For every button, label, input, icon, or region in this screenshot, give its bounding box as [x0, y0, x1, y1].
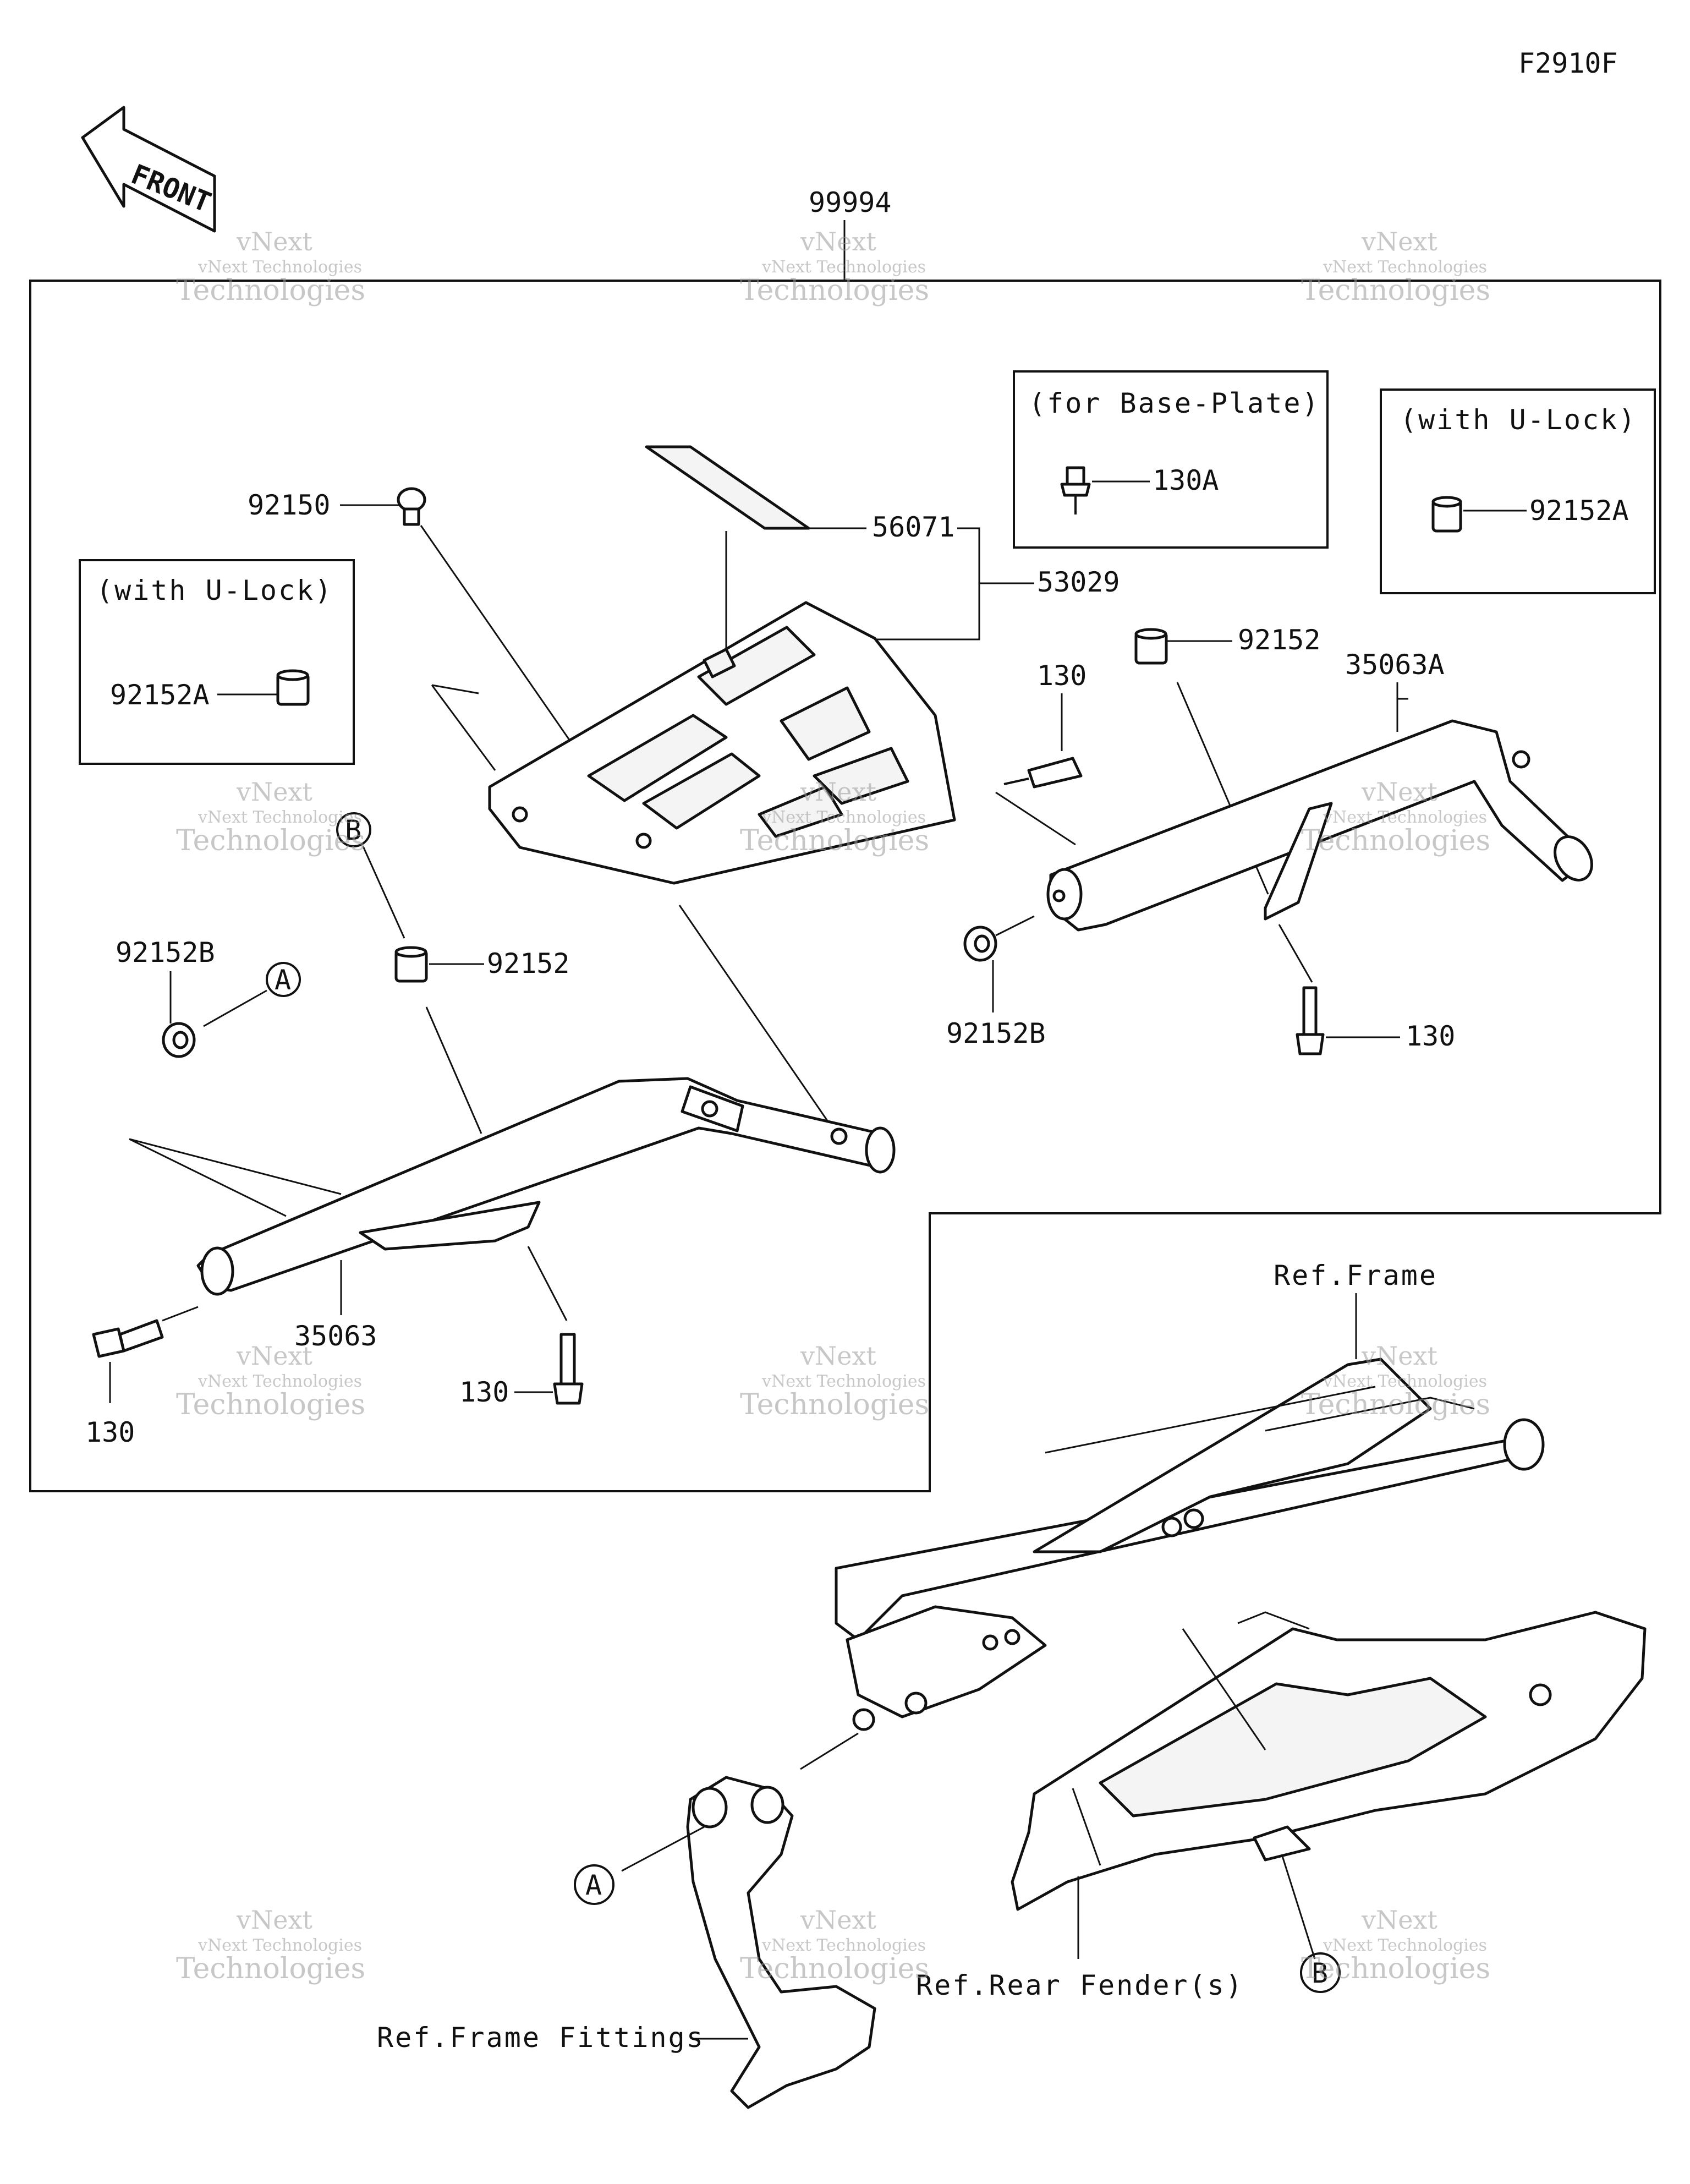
label-56071: [645, 445, 810, 530]
kit-number: 99994: [809, 187, 892, 218]
wm-2c: Technologies: [740, 274, 929, 307]
wm-10a: vNext: [236, 1905, 312, 1935]
screw-92150-icon: [397, 487, 426, 526]
part-92152b-left: 92152B: [116, 937, 215, 968]
figure-code: F2910F: [1518, 47, 1618, 79]
wm-9b: vNext Technologies: [1323, 1372, 1487, 1391]
ref-rear-fender: Ref.Rear Fender(s): [916, 1969, 1244, 2001]
callout-b1-label: B: [345, 814, 361, 846]
u-lock-right-title: (with U-Lock): [1400, 404, 1637, 436]
wm-11c: Technologies: [740, 1952, 929, 1985]
part-92152a-right: 92152A: [1529, 495, 1629, 527]
part-92152-left: 92152: [487, 948, 570, 979]
wm-8c: Technologies: [740, 1388, 929, 1421]
bracket-35063a: [1046, 719, 1593, 932]
ref-frame: Ref.Frame: [1274, 1260, 1437, 1291]
wm-8b: vNext Technologies: [761, 1372, 926, 1391]
wm-6b: vNext Technologies: [1323, 808, 1487, 827]
front-arrow-icon: FRONT: [81, 106, 216, 233]
wm-8a: vNext: [800, 1341, 876, 1371]
grommet-92152b-right-icon: [963, 926, 997, 962]
wm-7c: Technologies: [176, 1388, 365, 1421]
part-130-right: 130: [1406, 1020, 1455, 1052]
part-92152-right: 92152: [1238, 624, 1321, 656]
base-plate-box: (for Base-Plate) 130A: [1013, 370, 1329, 549]
u-lock-box-right: (with U-Lock) 92152A: [1380, 388, 1656, 594]
wm-4a: vNext: [236, 777, 312, 807]
frame-reference: [835, 1358, 1545, 1731]
part-56071: 56071: [872, 511, 955, 543]
wm-10b: vNext Technologies: [197, 1936, 362, 1955]
part-130-top: 130: [1037, 660, 1087, 692]
collar-92152-left-icon: [394, 946, 428, 983]
wm-1a: vNext: [236, 227, 312, 256]
wm-6c: Technologies: [1301, 824, 1490, 857]
wm-9c: Technologies: [1301, 1388, 1490, 1421]
part-130a: 130A: [1153, 464, 1219, 496]
callout-b2-label: B: [1312, 1957, 1328, 1989]
bolt-130-mid-icon: [553, 1333, 584, 1405]
u-lock-box-left: (with U-Lock) 92152A: [79, 559, 355, 765]
part-92152a-left: 92152A: [110, 679, 210, 711]
bracket-35063: [196, 1077, 896, 1296]
frame-fittings-reference: [686, 1776, 876, 2109]
wm-6a: vNext: [1361, 777, 1437, 807]
wm-2a: vNext: [800, 227, 876, 256]
collar-92152a-icon: [1431, 496, 1462, 533]
wm-12a: vNext: [1361, 1905, 1437, 1935]
part-92150: 92150: [248, 489, 331, 521]
callout-b2: [1300, 1952, 1341, 1993]
wm-3a: vNext: [1361, 227, 1437, 256]
wm-10c: Technologies: [176, 1952, 365, 1985]
rear-fender-reference: [1011, 1611, 1647, 1911]
base-plate-title: (for Base-Plate): [1029, 387, 1320, 419]
part-35063: 35063: [294, 1320, 377, 1352]
wm-12b: vNext Technologies: [1323, 1936, 1487, 1955]
callout-a1: [266, 962, 301, 997]
u-lock-left-title: (with U-Lock): [96, 574, 333, 606]
wm-3b: vNext Technologies: [1323, 258, 1487, 277]
bolt-130-right-icon: [1296, 986, 1325, 1055]
wm-11a: vNext: [800, 1905, 876, 1935]
wm-5c: Technologies: [740, 824, 929, 857]
part-35063a: 35063A: [1345, 649, 1445, 681]
grommet-92152b-left-icon: [162, 1022, 196, 1058]
wm-2b: vNext Technologies: [761, 258, 926, 277]
bolt-130-top-icon: [1003, 757, 1083, 789]
ref-frame-fittings: Ref.Frame Fittings: [377, 2022, 705, 2054]
watermarks: vNext vNext Technologies Technologies vN…: [176, 227, 1490, 1985]
bolt-130a-icon: [1060, 466, 1091, 514]
wm-4b: vNext Technologies: [197, 808, 362, 827]
carrier-plate-53029: [488, 601, 956, 885]
wm-7a: vNext: [236, 1341, 312, 1371]
collar-92152a-left-icon: [276, 669, 310, 706]
callout-a2: [574, 1864, 614, 1905]
wm-5b: vNext Technologies: [761, 808, 926, 827]
wm-5a: vNext: [800, 777, 876, 807]
wm-1b: vNext Technologies: [197, 258, 362, 277]
part-130-mid: 130: [459, 1376, 509, 1408]
callout-a2-label: A: [585, 1869, 602, 1901]
wm-9a: vNext: [1361, 1341, 1437, 1371]
wm-11b: vNext Technologies: [761, 1936, 926, 1955]
collar-92152-right-icon: [1134, 628, 1168, 665]
wm-3c: Technologies: [1301, 274, 1490, 307]
part-130-left: 130: [85, 1416, 135, 1448]
wm-12c: Technologies: [1301, 1952, 1490, 1985]
wm-1c: Technologies: [176, 274, 365, 307]
kit-outline: [29, 280, 1661, 1492]
part-53029: 53029: [1037, 566, 1120, 598]
part-92152b-right: 92152B: [946, 1017, 1046, 1049]
wm-7b: vNext Technologies: [197, 1372, 362, 1391]
wm-4c: Technologies: [176, 824, 365, 857]
callout-b1: [336, 812, 371, 847]
bolt-130-left-icon: [92, 1319, 164, 1358]
callout-a1-label: A: [275, 964, 291, 996]
